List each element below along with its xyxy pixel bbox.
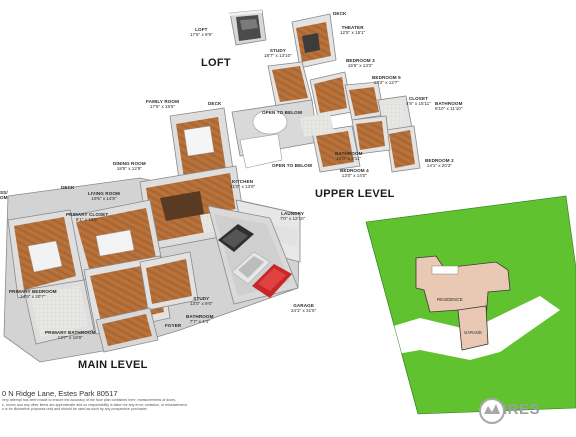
room-label-foyer: FOYER — [165, 323, 182, 328]
floor-plan-disclaimer: very attempt has been made to ensure the… — [2, 398, 252, 412]
site-label-residence: RESIDENCE — [437, 297, 463, 302]
room-label-open-to-below-2: OPEN TO BELOW — [272, 163, 313, 168]
disclaimer-line: n is for illustrative purposes only and … — [2, 407, 148, 412]
ires-logo-text: IRES — [503, 401, 541, 418]
ires-logo-emblem — [479, 398, 505, 424]
disclaimer-line: very attempt has been made to ensure the… — [2, 398, 177, 402]
site-plan — [365, 195, 576, 415]
loft-plan — [229, 9, 267, 46]
upper-level-plan — [231, 13, 421, 173]
room-label-partial-bath: SS/OM — [0, 190, 8, 200]
main-level-title: MAIN LEVEL — [78, 359, 148, 371]
room-label-deck-upper: DECK — [333, 11, 347, 16]
upper-level-title: UPPER LEVEL — [315, 188, 395, 200]
room-label-deck-main-top: DECK — [208, 101, 222, 106]
site-label-garage: GARAGE — [464, 330, 482, 335]
garage-plan — [207, 205, 299, 305]
property-address: 0 N Ridge Lane, Estes Park 80517 — [2, 389, 118, 398]
loft-level-title: LOFT — [201, 57, 231, 69]
ires-logo: IRES — [476, 398, 576, 428]
room-label-deck-main-left: DECK — [61, 185, 75, 190]
disclaimer-line: s, rooms and any other items are approxi… — [2, 402, 188, 407]
room-label-open-to-below-1: OPEN TO BELOW — [262, 110, 303, 115]
